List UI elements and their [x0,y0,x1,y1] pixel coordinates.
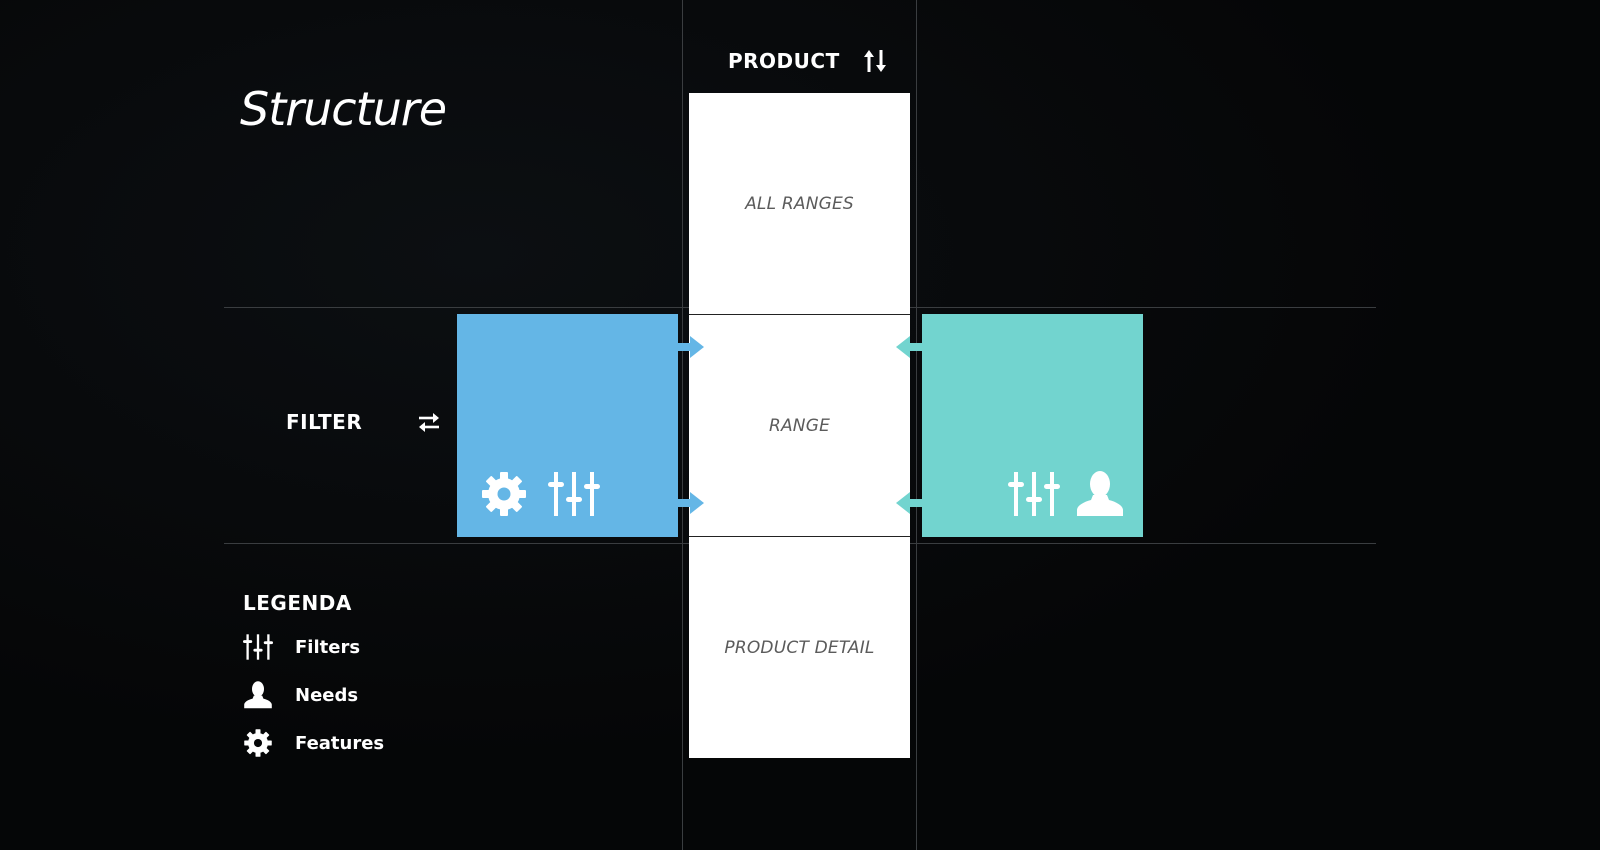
legend-item-features: Features [295,733,385,754]
product-heading: PRODUCT [728,49,840,73]
sliders-icon [1008,472,1060,516]
arrow-right-icon [676,336,704,358]
sliders-icon [243,634,273,660]
sliders-icon [548,472,600,516]
sort-vertical-icon [864,50,886,72]
grid-line-vertical-right [916,0,917,850]
legend-heading: LEGENDA [243,591,352,615]
product-level-label: RANGE [768,415,831,436]
gear-icon [482,472,526,516]
person-icon [244,681,272,709]
diagram-title: Structure [240,82,447,136]
product-level-divider [689,314,910,315]
product-level-product-detail: PRODUCT DETAIL [689,537,910,758]
filter-heading: FILTER [286,410,363,434]
legend-item-filters: Filters [295,637,361,658]
product-level-range: RANGE [689,314,910,537]
arrow-left-icon [896,492,924,514]
product-level-divider [689,536,910,537]
grid-line-vertical-left [682,0,683,850]
gear-icon [244,729,272,757]
arrow-left-icon [896,336,924,358]
swap-horizontal-icon [419,413,439,432]
arrow-right-icon [676,492,704,514]
person-icon [1077,471,1123,516]
product-level-all-ranges: ALL RANGES [689,93,910,314]
product-level-label: PRODUCT DETAIL [724,637,875,658]
product-level-label: ALL RANGES [745,193,854,214]
legend-item-needs: Needs [295,685,359,706]
